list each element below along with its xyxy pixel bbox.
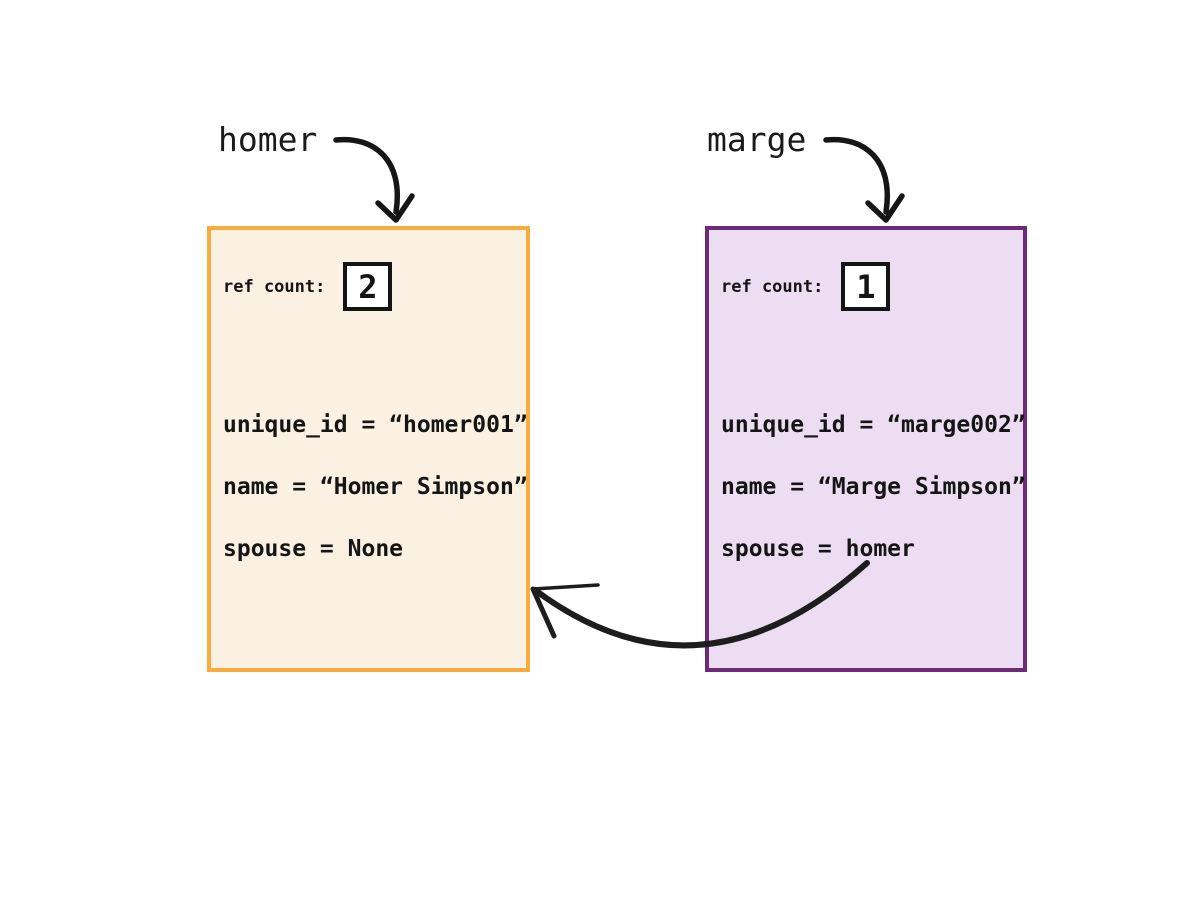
- homer-attribute-name: name = “Homer Simpson”: [223, 474, 528, 500]
- homer-variable-label: homer: [218, 120, 318, 159]
- marge-pointer-arrow-icon: [823, 136, 905, 223]
- homer-ref-count-value: 2: [358, 267, 378, 306]
- marge-attribute-unique-id: unique_id = “marge002”: [721, 412, 1026, 438]
- homer-ref-count-row: ref count: 2: [223, 262, 393, 311]
- homer-attribute-unique-id: unique_id = “homer001”: [223, 412, 528, 438]
- marge-ref-count-row: ref count: 1: [721, 262, 891, 311]
- marge-variable-label: marge: [707, 120, 807, 159]
- marge-ref-count-label: ref count:: [721, 276, 824, 297]
- homer-attribute-spouse: spouse = None: [223, 536, 404, 562]
- marge-attribute-spouse: spouse = homer: [721, 536, 915, 562]
- homer-ref-count-box: 2: [343, 262, 393, 311]
- marge-ref-count-value: 1: [856, 267, 876, 306]
- marge-object-box: ref count: 1 unique_id = “marge002” name…: [705, 226, 1027, 672]
- marge-ref-count-box: 1: [841, 262, 891, 311]
- homer-ref-count-label: ref count:: [223, 276, 326, 297]
- homer-pointer-arrow-icon: [333, 136, 415, 223]
- marge-attribute-name: name = “Marge Simpson”: [721, 474, 1026, 500]
- homer-object-box: ref count: 2 unique_id = “homer001” name…: [207, 226, 530, 672]
